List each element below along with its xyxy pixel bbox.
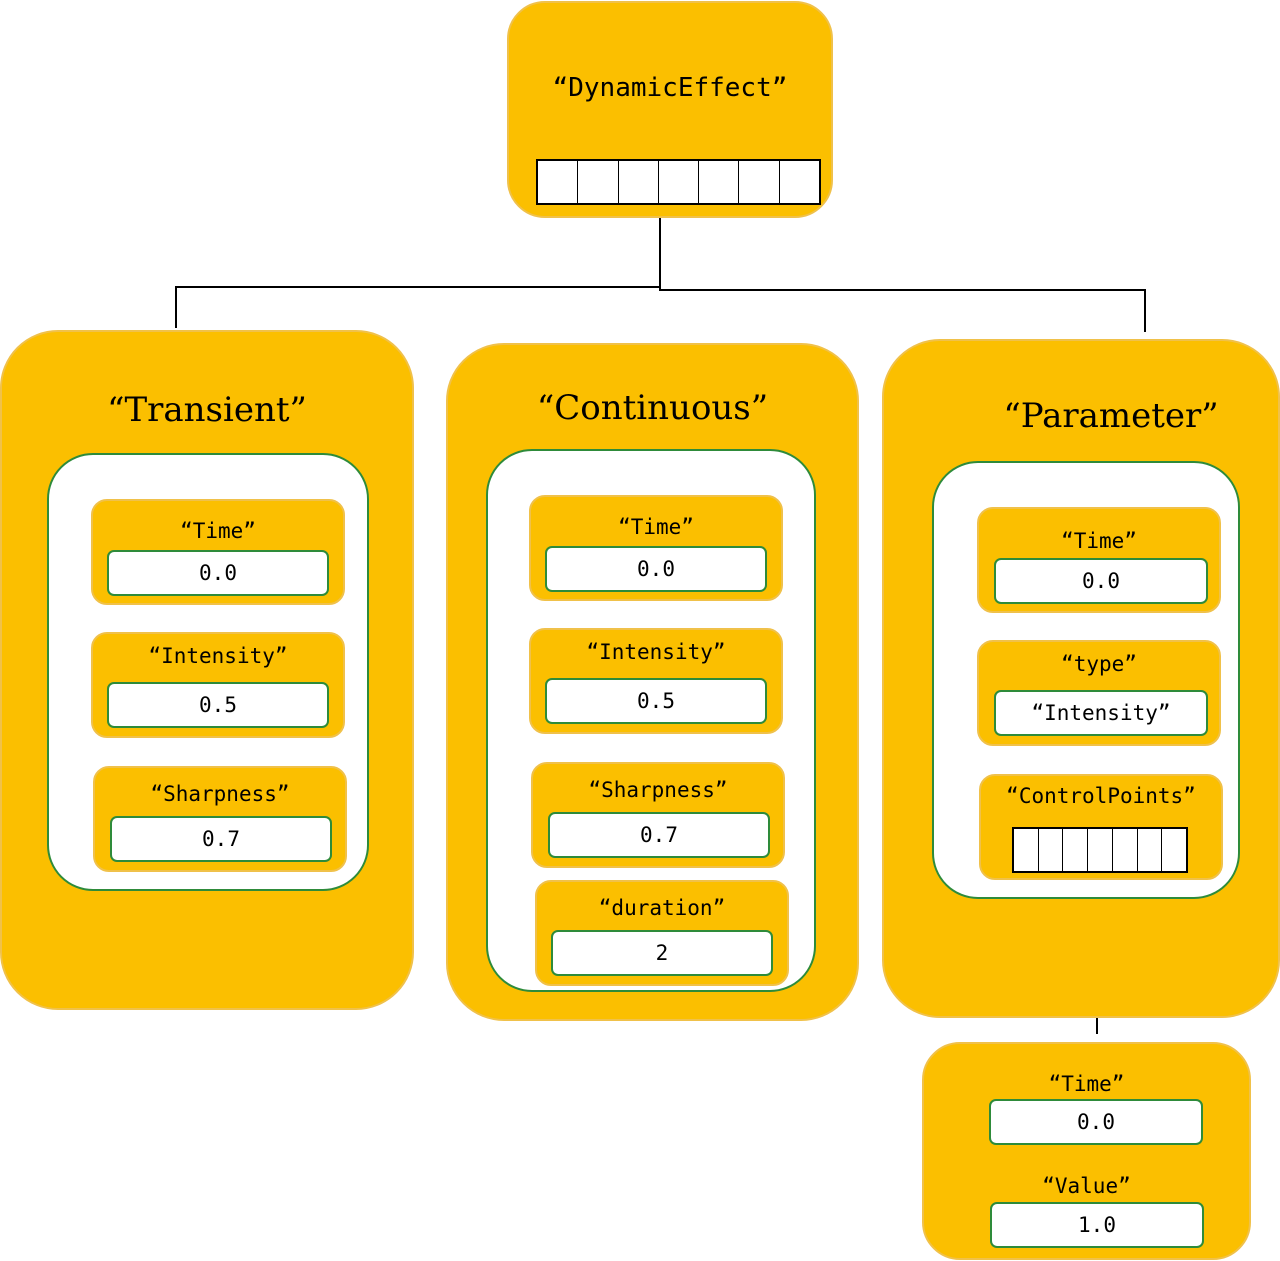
connector-transient-down xyxy=(175,286,177,328)
dynamic-effect-node: “DynamicEffect” xyxy=(507,1,833,218)
field-value: 0.5 xyxy=(107,682,329,728)
parameter-fields-panel: “Time” 0.0 “type” “Intensity” “ControlPo… xyxy=(932,461,1240,899)
field-value: 0.0 xyxy=(994,558,1208,604)
field-label: “Sharpness” xyxy=(588,778,728,802)
transient-time-field: “Time” 0.0 xyxy=(91,499,345,605)
field-label: “duration” xyxy=(598,896,726,920)
field-label: “Time” xyxy=(1048,1072,1125,1096)
continuous-duration-field: “duration” 2 xyxy=(535,880,789,986)
field-value: “Intensity” xyxy=(994,690,1208,736)
field-value: 1.0 xyxy=(990,1202,1204,1248)
parameter-controlpoints-field: “ControlPoints” xyxy=(979,774,1223,880)
field-value: 0.0 xyxy=(989,1099,1203,1145)
control-points-array xyxy=(1012,827,1188,873)
field-label: “type” xyxy=(1061,652,1137,676)
parameter-title: “Parameter” xyxy=(1003,396,1219,436)
control-point-node: “Time” 0.0 “Value” 1.0 xyxy=(922,1042,1251,1260)
field-label: “ControlPoints” xyxy=(1006,784,1196,808)
field-label: “Intensity” xyxy=(586,640,726,664)
field-value: 0.7 xyxy=(110,816,332,862)
parameter-type-field: “type” “Intensity” xyxy=(977,640,1221,746)
field-label: “Sharpness” xyxy=(150,782,290,806)
transient-title: “Transient” xyxy=(107,390,307,430)
field-value: 0.0 xyxy=(545,546,767,592)
transient-sharpness-field: “Sharpness” 0.7 xyxy=(93,766,347,872)
parameter-time-field: “Time” 0.0 xyxy=(977,507,1221,613)
field-label: “Time” xyxy=(618,515,694,539)
connector-parameter-down xyxy=(1144,289,1146,332)
field-value: 0.7 xyxy=(548,812,770,858)
field-label: “Time” xyxy=(1061,529,1137,553)
continuous-sharpness-field: “Sharpness” 0.7 xyxy=(531,762,785,868)
transient-fields-panel: “Time” 0.0 “Intensity” 0.5 “Sharpness” 0… xyxy=(47,453,369,891)
field-label: “Value” xyxy=(1042,1174,1131,1198)
field-value: 0.5 xyxy=(545,678,767,724)
continuous-time-field: “Time” 0.0 xyxy=(529,495,783,601)
connector-root-down xyxy=(659,217,661,289)
continuous-title: “Continuous” xyxy=(536,388,769,428)
dynamic-effect-array xyxy=(536,159,821,205)
continuous-fields-panel: “Time” 0.0 “Intensity” 0.5 “Sharpness” 0… xyxy=(486,449,816,992)
transient-intensity-field: “Intensity” 0.5 xyxy=(91,632,345,738)
connector-left-horizontal xyxy=(175,286,661,288)
field-label: “Time” xyxy=(180,519,256,543)
field-value: 0.0 xyxy=(107,550,329,596)
continuous-node: “Continuous” “Time” 0.0 “Intensity” 0.5 … xyxy=(446,343,859,1021)
continuous-intensity-field: “Intensity” 0.5 xyxy=(529,628,783,734)
connector-right-horizontal xyxy=(659,289,1146,291)
dynamic-effect-title: “DynamicEffect” xyxy=(552,73,788,103)
transient-node: “Transient” “Time” 0.0 “Intensity” 0.5 “… xyxy=(0,330,414,1010)
field-label: “Intensity” xyxy=(148,644,288,668)
parameter-node: “Parameter” “Time” 0.0 “type” “Intensity… xyxy=(882,339,1280,1018)
field-value: 2 xyxy=(551,930,773,976)
